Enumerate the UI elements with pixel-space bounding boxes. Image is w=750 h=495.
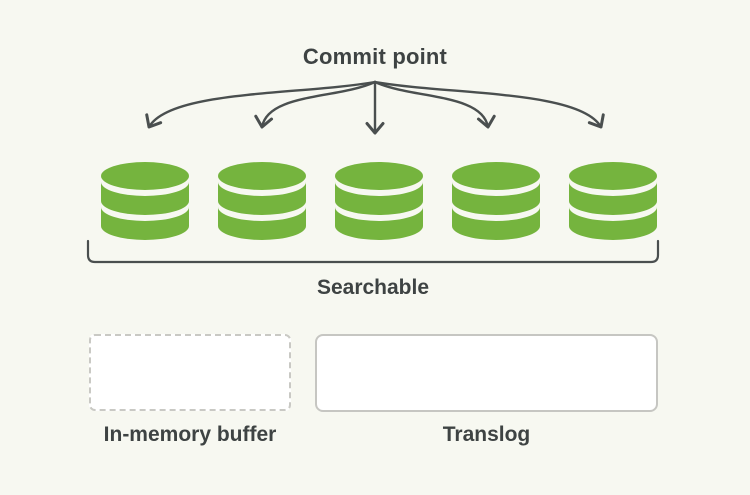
in-memory-buffer-label: In-memory buffer [103,423,277,446]
segment-row [101,162,657,240]
arrow-down-icon [254,80,377,129]
commit-point-arrows [145,80,605,135]
arrow-down-icon [145,80,377,129]
database-icon [335,162,423,240]
arrow-down-icon [373,80,496,129]
searchable-label: Searchable [316,276,430,299]
database-icon [569,162,657,240]
database-icon [218,162,306,240]
translog-label: Translog [442,423,531,446]
arrow-down-icon [373,80,605,129]
commit-point-label: Commit point [302,44,448,69]
database-icon [101,162,189,240]
database-icon [452,162,540,240]
in-memory-buffer-box [89,334,291,411]
translog-box [315,334,658,412]
searchable-bracket [86,239,660,264]
